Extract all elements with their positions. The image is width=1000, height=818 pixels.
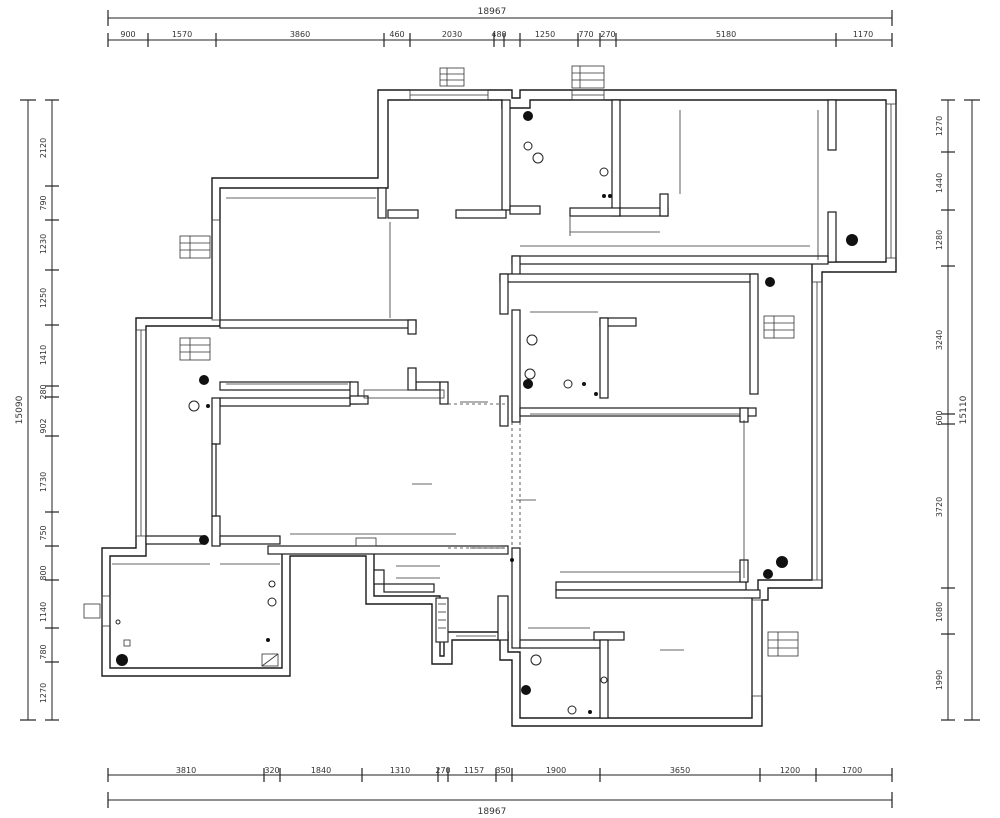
left-dimension-4: 1250: [39, 288, 48, 308]
right-dimension-1: 1270: [935, 116, 944, 136]
left-dimension-7: 902: [39, 418, 48, 433]
right-dimension-2: 1440: [935, 173, 944, 193]
right-dimension-chain: 15110 1270 1440 1280 3240 600 3720 1080 …: [935, 99, 980, 721]
top-dimension-3: 3860: [290, 30, 310, 39]
top-dimension-8: 770: [578, 30, 593, 39]
bottom-dimension-1: 3810: [176, 766, 196, 775]
top-dimension-10: 5180: [716, 30, 736, 39]
interior-walls: [145, 99, 837, 719]
left-dimension-chain: 15090 2120 790 1230 1250 1410 280 902 17…: [15, 99, 59, 721]
top-dimension-5: 2030: [442, 30, 462, 39]
left-dimension-2: 790: [39, 195, 48, 210]
left-dimension-12: 780: [39, 644, 48, 659]
left-dimension-3: 1230: [39, 234, 48, 254]
top-dimension-9: 270: [600, 30, 615, 39]
left-dimension-1: 2120: [39, 138, 48, 158]
bottom-dimension-9: 3650: [670, 766, 690, 775]
right-dimension-7: 1080: [935, 602, 944, 622]
bottom-dimension-5: 270: [435, 766, 450, 775]
left-dimension-6: 280: [39, 384, 48, 399]
bottom-dimension-10: 1200: [780, 766, 800, 775]
bottom-total-dimension: 18967: [478, 807, 507, 817]
fixtures: [115, 111, 858, 715]
right-dimension-6: 3720: [935, 497, 944, 517]
counter-hatch: [261, 537, 449, 667]
bottom-dimension-7: 350: [495, 766, 510, 775]
right-dimension-8: 1990: [935, 670, 944, 690]
top-dimension-7: 1250: [535, 30, 555, 39]
top-dimension-6: 480: [491, 30, 506, 39]
bottom-dimension-2: 320: [264, 766, 279, 775]
left-dimension-13: 1270: [39, 683, 48, 703]
inline-marks: [412, 401, 684, 651]
right-total-dimension: 15110: [959, 395, 969, 424]
top-dimension-1: 900: [120, 30, 135, 39]
top-dimension-11: 1170: [853, 30, 873, 39]
left-dimension-8: 1730: [39, 472, 48, 492]
right-dimension-5: 600: [935, 410, 944, 425]
right-dimension-4: 3240: [935, 330, 944, 350]
top-total-dimension: 18967: [478, 7, 507, 17]
window-tags: [83, 65, 799, 657]
bottom-dimension-3: 1840: [311, 766, 331, 775]
bottom-dimension-11: 1700: [842, 766, 862, 775]
left-dimension-11: 1140: [39, 602, 48, 622]
bottom-dimension-8: 1900: [546, 766, 566, 775]
top-dimension-chain: 18967 900 1570 3860 460 2030 480 1250 77…: [107, 7, 893, 47]
left-dimension-9: 750: [39, 525, 48, 540]
left-dimension-10: 800: [39, 565, 48, 580]
windows: [101, 89, 897, 697]
right-dimension-3: 1280: [935, 230, 944, 250]
bottom-dimension-chain: 3810 320 1840 1310 270 1157 350 1900 365…: [107, 766, 893, 817]
bottom-dimension-6: 1157: [464, 766, 484, 775]
reference-lines: [112, 110, 819, 637]
left-dimension-5: 1410: [39, 345, 48, 365]
top-dimension-4: 460: [389, 30, 404, 39]
bottom-dimension-4: 1310: [390, 766, 410, 775]
top-dimension-2: 1570: [172, 30, 192, 39]
left-total-dimension: 15090: [15, 395, 25, 424]
